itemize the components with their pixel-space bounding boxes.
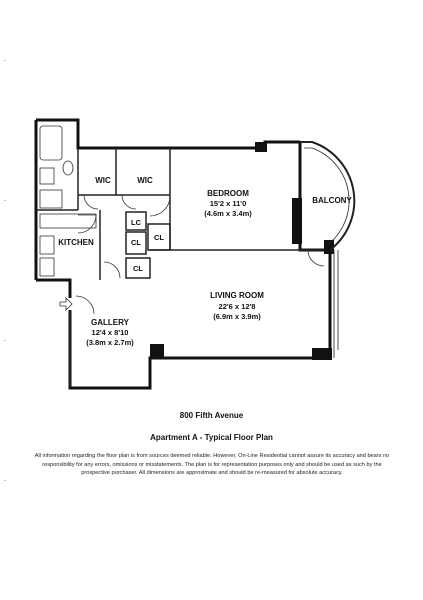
fridge-icon <box>39 257 55 277</box>
bathtub-icon <box>39 125 63 161</box>
closet-cl-2 <box>147 223 171 251</box>
gallery-dim-imperial: 12'4 x 8'10 <box>92 328 129 337</box>
pilaster-gallery <box>150 344 164 358</box>
kitchen-counter-icon <box>39 213 97 229</box>
entry-arrow-icon <box>59 297 73 311</box>
gallery-dim-metric: (3.8m x 2.7m) <box>86 338 134 347</box>
toilet-icon <box>62 160 74 176</box>
pilaster-se <box>312 348 332 360</box>
stove-icon <box>39 235 55 255</box>
scan-mark <box>4 200 6 201</box>
living-dim-imperial: 22'6 x 12'8 <box>219 302 256 311</box>
closet-cl-1 <box>125 231 147 255</box>
pilaster-corner <box>324 240 334 254</box>
pilaster-bedroom-east <box>292 198 302 244</box>
door-entry <box>75 295 95 315</box>
bedroom-dim-metric: (4.6m x 3.4m) <box>204 209 252 218</box>
label-kitchen: KITCHEN <box>58 238 94 247</box>
scan-mark <box>4 60 6 61</box>
door-balcony <box>307 249 325 267</box>
outer-wall-south-kitchen <box>36 278 72 298</box>
door-wic-left <box>83 194 99 210</box>
label-cl-1: CL <box>131 238 141 247</box>
label-balcony: BALCONY <box>312 196 352 205</box>
address-caption: 800 Fifth Avenue <box>179 411 244 420</box>
label-wic-left: WIC <box>95 176 111 185</box>
door-kitchen <box>103 261 121 279</box>
floor-plan: WIC WIC BEDROOM 15'2 x 11'0 (4.6m x 3.4m… <box>34 118 356 390</box>
balcony-curve-inner <box>304 147 350 247</box>
door-bath <box>77 214 97 234</box>
closet-lc <box>125 211 147 231</box>
label-cl-3: CL <box>133 264 143 273</box>
balcony-outline <box>300 141 356 358</box>
walls <box>34 118 332 390</box>
living-dim-metric: (6.9m x 3.9m) <box>213 312 261 321</box>
balcony-curve <box>300 141 356 251</box>
doors <box>75 194 325 315</box>
closet-cl-3 <box>125 257 151 279</box>
label-living-room: LIVING ROOM <box>210 291 264 300</box>
bedroom-dim-imperial: 15'2 x 11'0 <box>210 199 247 208</box>
label-bedroom: BEDROOM <box>207 189 249 198</box>
interior-walls <box>36 148 330 388</box>
scan-mark <box>4 340 6 341</box>
plan-title: Apartment A - Typical Floor Plan <box>150 433 273 442</box>
bath-fixtures <box>39 125 74 209</box>
shower-icon <box>39 189 63 209</box>
sink-icon <box>39 167 55 185</box>
label-gallery: GALLERY <box>91 318 130 327</box>
label-cl-2: CL <box>154 233 164 242</box>
label-lc: LC <box>131 218 142 227</box>
wall-pilasters <box>150 142 334 360</box>
outer-wall-north <box>36 118 300 150</box>
door-bedroom <box>149 195 171 217</box>
scan-mark <box>4 480 6 481</box>
label-wic-right: WIC <box>137 176 153 185</box>
door-wic-right <box>121 194 137 210</box>
pilaster-ne <box>255 142 267 152</box>
disclaimer-text: All information regarding the floor plan… <box>34 453 390 477</box>
kitchen-fixtures <box>39 213 97 277</box>
